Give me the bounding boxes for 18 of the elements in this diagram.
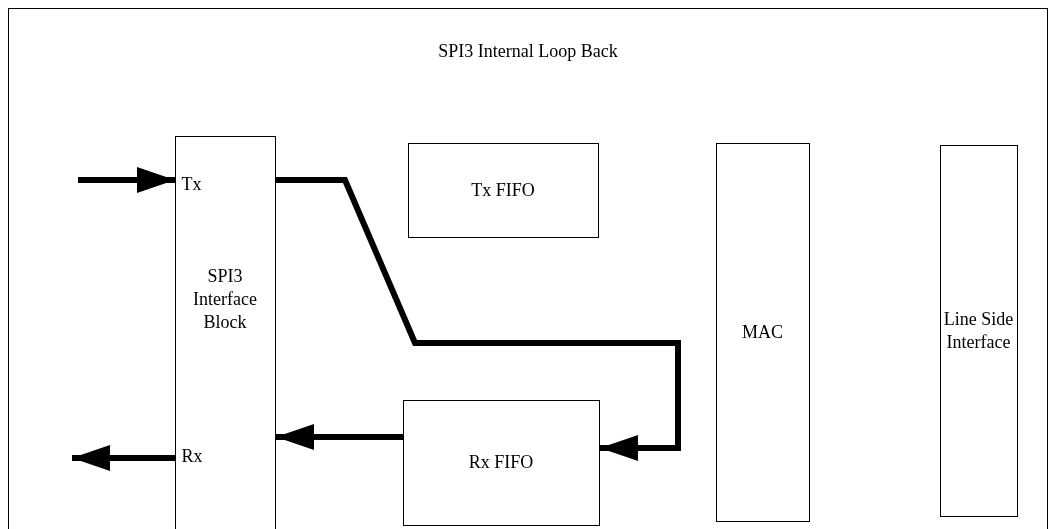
diagram-frame [8, 8, 1048, 529]
block-label: SPI3 Interface Block [192, 264, 258, 334]
block-box [174, 135, 276, 529]
block-label: Tx FIFO [471, 178, 535, 202]
arrow [72, 445, 175, 471]
frame-heading: SPI3 Internal Loop Back [437, 41, 619, 62]
arrow [276, 424, 403, 450]
block-box [402, 399, 600, 526]
block-label: Line Side Interface [942, 307, 1015, 354]
port-label: Tx [181, 172, 203, 196]
arrow [276, 177, 681, 461]
block-label: MAC [742, 320, 783, 344]
block-box [939, 144, 1018, 517]
block-box [407, 142, 599, 238]
port-label: Rx [181, 444, 204, 468]
block-label: Rx FIFO [468, 451, 534, 474]
block-box [715, 142, 810, 522]
arrow [78, 167, 175, 193]
